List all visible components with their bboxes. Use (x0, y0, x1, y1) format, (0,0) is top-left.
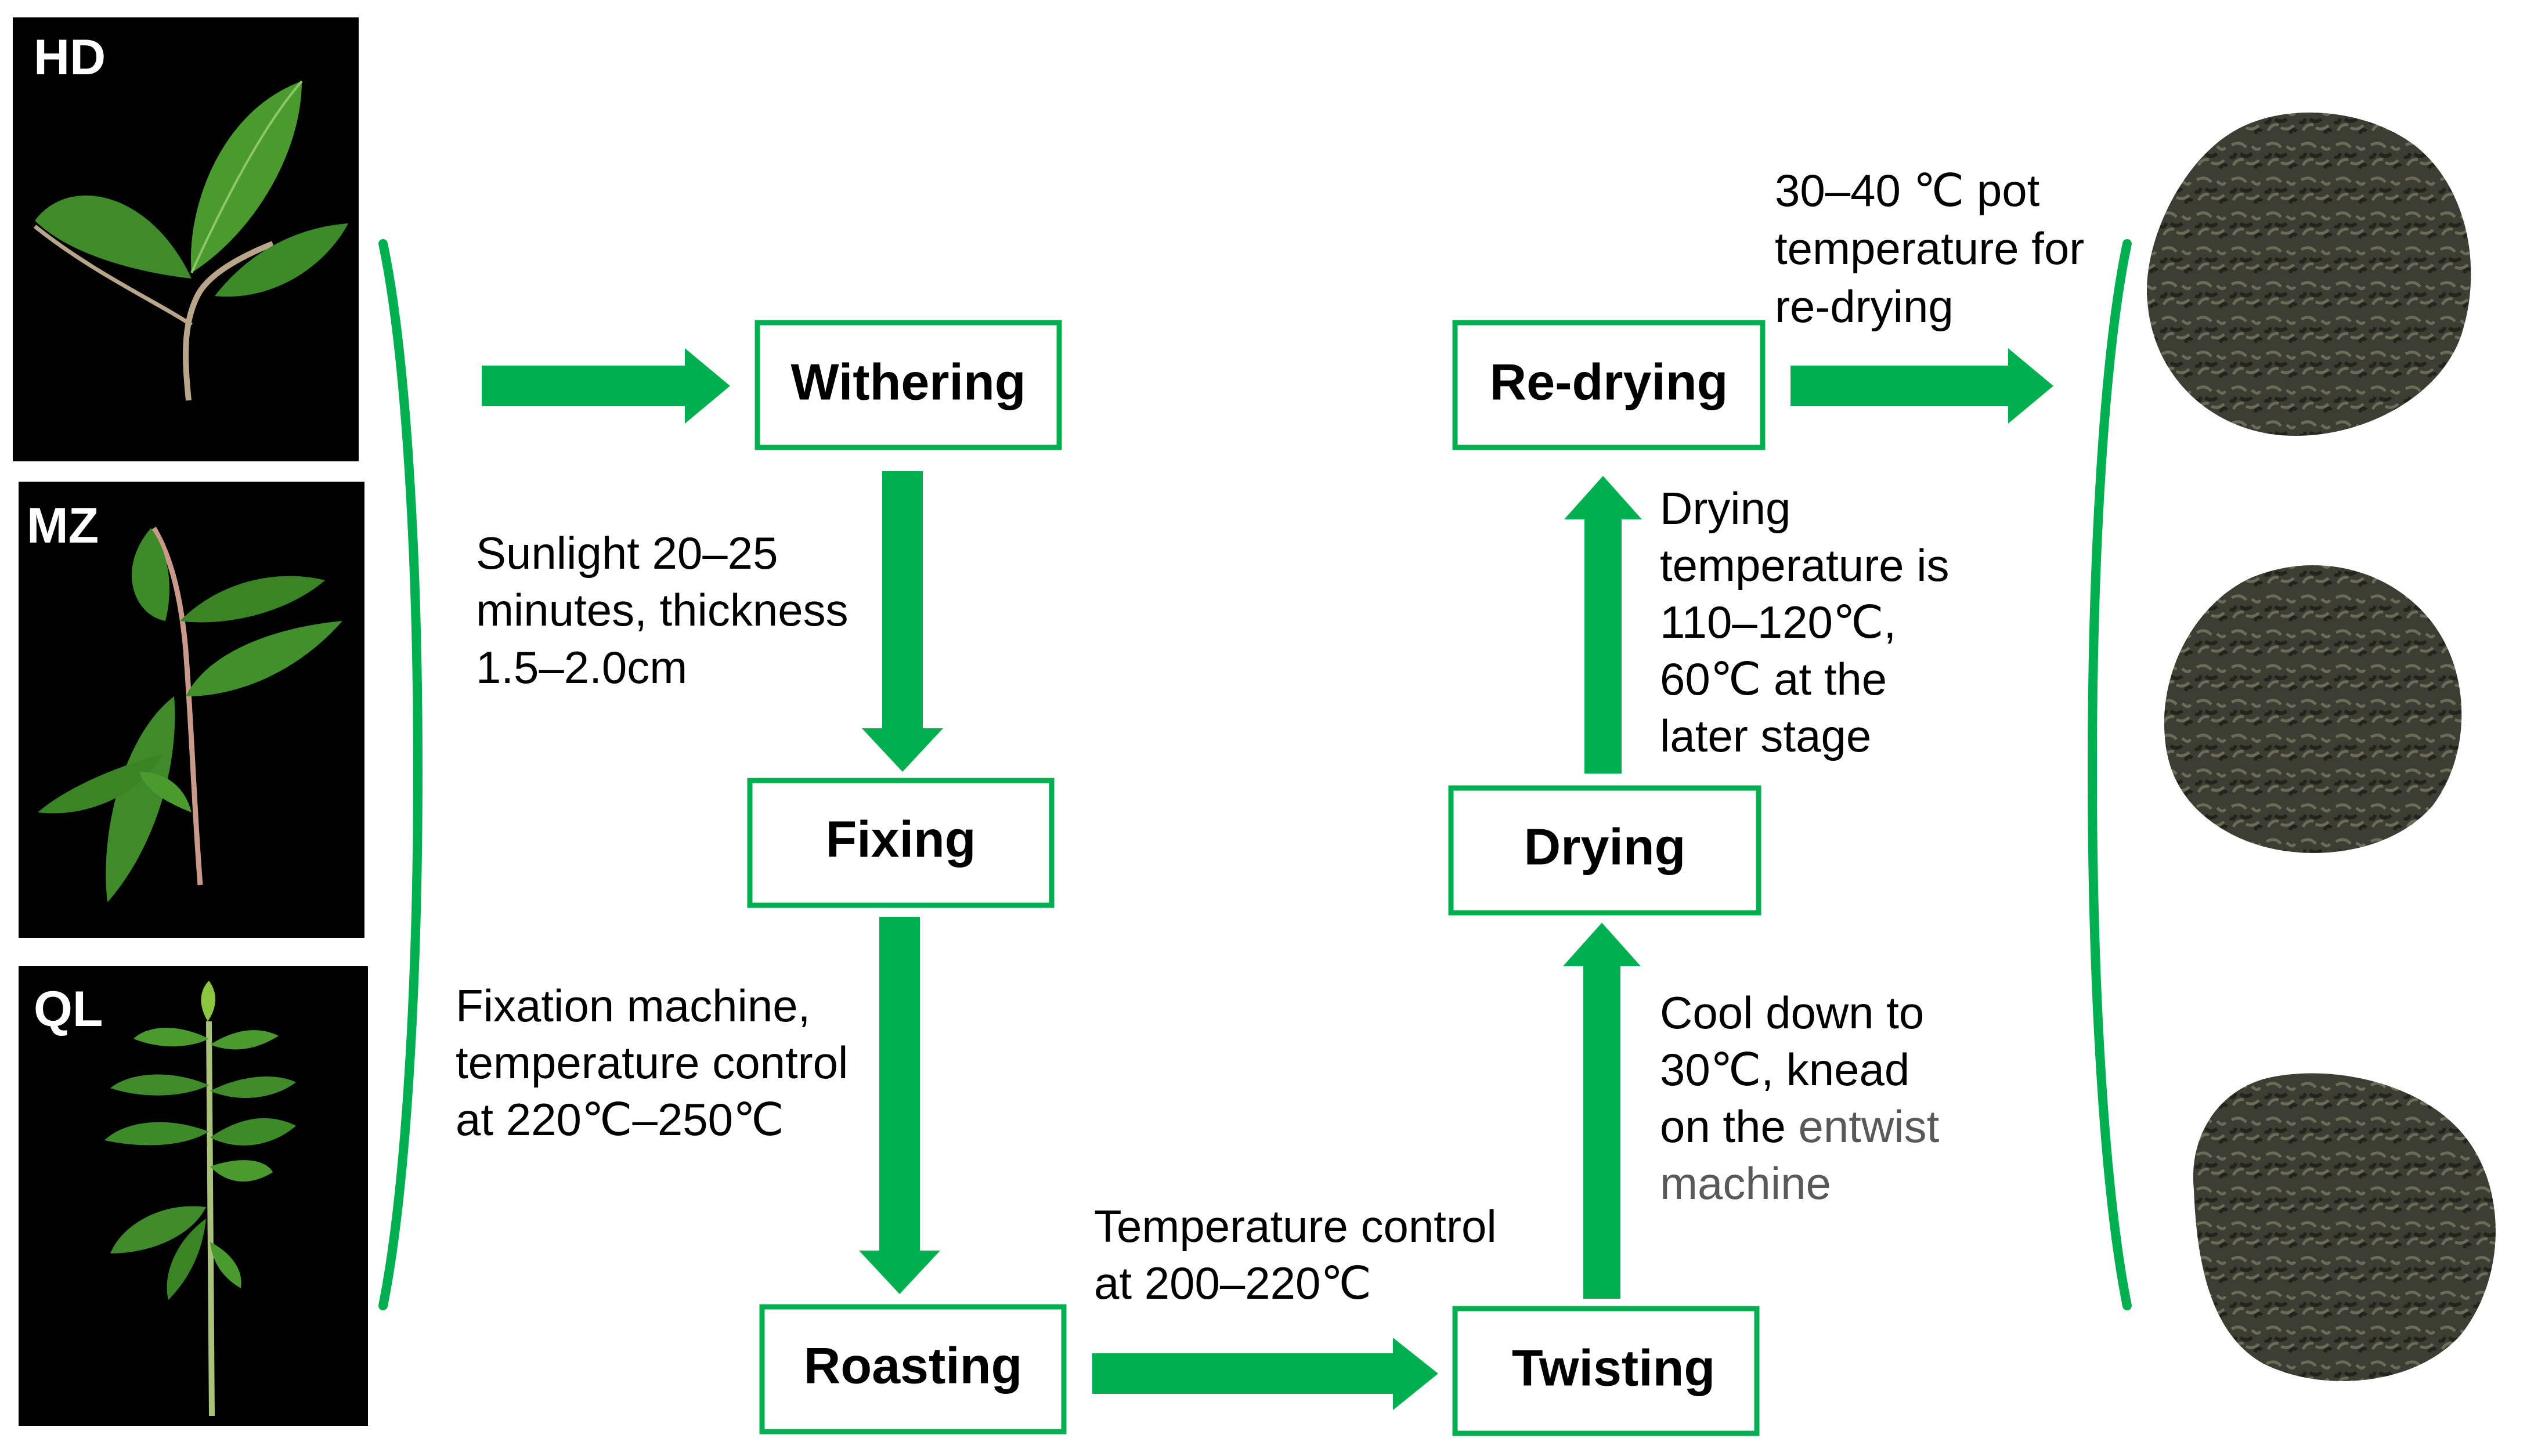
photo-hd: HD (13, 17, 359, 461)
arrow-right (482, 348, 730, 424)
note-line: 30–40 ℃ pot (1775, 165, 2040, 216)
note-line: Temperature control (1094, 1201, 1497, 1252)
note-line: Drying (1660, 483, 1790, 534)
note-line: 1.5–2.0cm (476, 642, 687, 693)
note-redrying-output: 30–40 ℃ pot temperature for re-drying (1775, 165, 2084, 332)
note-line: minutes, thickness (476, 584, 849, 635)
photo-ql: QL (19, 966, 368, 1426)
note-roasting-twisting: Temperature control at 200–220℃ (1094, 1201, 1497, 1309)
photo-label: MZ (27, 498, 99, 554)
step-twisting: Twisting (1452, 1306, 1760, 1436)
arrow-down (859, 917, 940, 1294)
photo-label: QL (34, 981, 103, 1037)
arrow-up (1563, 923, 1641, 1299)
right-bracket (2088, 239, 2132, 1310)
note-line: 30℃, knead (1660, 1044, 1909, 1095)
note-line: 60℃ at the (1660, 653, 1887, 704)
note-line: at 200–220℃ (1094, 1258, 1371, 1309)
step-redrying: Re-drying (1452, 320, 1766, 450)
note-line: Cool down to (1660, 987, 1924, 1038)
note-withering-fixing: Sunlight 20–25 minutes, thickness 1.5–2.… (476, 528, 849, 693)
leaf-icon (38, 526, 342, 902)
step-roasting: Roasting (759, 1304, 1067, 1435)
tea-pile-3 (2193, 1073, 2496, 1381)
note-line: 110–120℃, (1660, 597, 1896, 648)
note-fragment: on the (1660, 1101, 1799, 1152)
step-label: Re-drying (1490, 353, 1728, 410)
step-label: Withering (791, 353, 1026, 410)
note-drying-redrying: Drying temperature is 110–120℃, 60℃ at t… (1660, 483, 1950, 761)
note-fragment: entwist (1799, 1101, 1940, 1152)
note-line: temperature for (1775, 223, 2084, 274)
note-twisting-drying: Cool down to 30℃, knead on the entwist m… (1660, 987, 1940, 1209)
step-label: Twisting (1512, 1339, 1715, 1396)
arrow-right (1092, 1338, 1438, 1410)
note-line: later stage (1660, 710, 1871, 761)
note-line: temperature control (456, 1037, 848, 1088)
step-label: Fixing (825, 810, 976, 868)
photo-mz: MZ (19, 482, 364, 938)
step-withering: Withering (755, 320, 1062, 450)
note-line: re-drying (1775, 281, 1954, 332)
step-label: Drying (1524, 818, 1686, 875)
leaf-icon (33, 80, 348, 401)
step-label: Roasting (804, 1336, 1022, 1394)
arrow-down (862, 471, 943, 772)
arrow-right (1790, 348, 2053, 424)
arrow-up (1564, 476, 1642, 774)
left-bracket (378, 239, 423, 1310)
photo-label: HD (34, 30, 106, 85)
note-line: on the entwist (1660, 1101, 1940, 1152)
note-line: temperature is (1660, 540, 1950, 591)
step-drying: Drying (1448, 785, 1761, 916)
note-line: at 220℃–250℃ (456, 1094, 784, 1145)
leaf-icon (104, 981, 296, 1417)
note-line: machine (1660, 1158, 1831, 1209)
note-fixing-roasting: Fixation machine, temperature control at… (456, 980, 848, 1145)
tea-pile-1 (2147, 112, 2471, 436)
tea-pile-2 (2164, 565, 2462, 853)
note-line: Sunlight 20–25 (476, 528, 778, 579)
step-fixing: Fixing (747, 778, 1055, 908)
note-line: Fixation machine, (456, 980, 810, 1031)
